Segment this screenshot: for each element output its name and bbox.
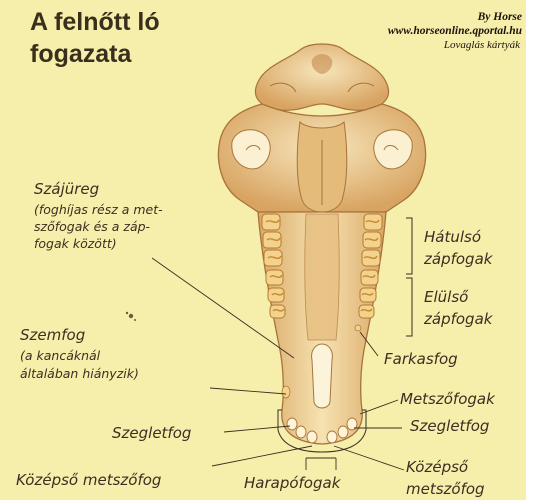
label-metszofogak: Metszőfogak (400, 390, 495, 409)
label-szajureg: Szájüreg (34, 180, 99, 199)
label-szajureg-note-1: (foghíjas rész a met- (34, 202, 163, 218)
speck (126, 312, 136, 321)
label-hatulso-line-2: zápfogak (424, 250, 492, 269)
label-szegletfog-right: Szegletfog (410, 417, 489, 436)
wolf-tooth (355, 325, 361, 331)
label-elulso-line-2: zápfogak (424, 310, 492, 329)
right-edge (526, 0, 534, 500)
canine-tooth (282, 386, 290, 398)
label-elulso-line-1: Elülső (424, 288, 468, 307)
molar-brackets (406, 218, 412, 336)
label-szegletfog-left: Szegletfog (112, 424, 191, 443)
label-kozepso-metszofog-left: Középső metszőfog (16, 471, 161, 490)
label-szemfog-note-2: általában hiányzik) (20, 366, 139, 382)
label-farkasfog: Farkasfog (384, 350, 458, 369)
label-harapofogak: Harapófogak (244, 474, 340, 493)
label-szajureg-note-3: fogak között) (34, 236, 117, 252)
label-szemfog-note-1: (a kancáknál (20, 348, 100, 364)
label-hatulso-line-1: Hátulsó (424, 228, 481, 247)
skull-occiput (255, 44, 388, 110)
label-szajureg-note-2: szőfogak és a záp- (34, 219, 150, 235)
label-kozepso-line-1: Középső (406, 458, 468, 477)
incisive-foramen (312, 344, 333, 408)
label-szemfog: Szemfog (20, 326, 85, 345)
label-kozepso-line-2: metszőfog (406, 480, 485, 499)
